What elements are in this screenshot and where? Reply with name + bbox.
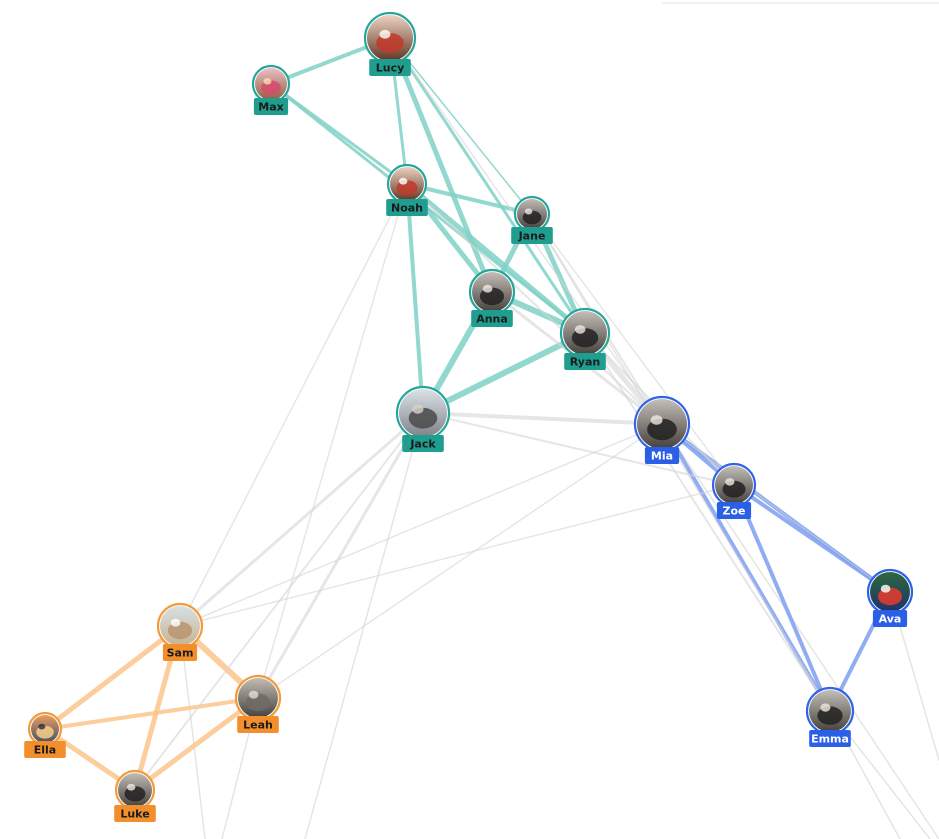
node-lucy[interactable]: Lucy — [363, 11, 417, 76]
nodes-layer: LucyMaxNoahJaneAnnaRyanJackMiaZoeAvaEmma… — [24, 11, 914, 822]
edge-noah-leah — [257, 183, 408, 699]
node-label-bg — [24, 741, 66, 758]
edge-sam-ella — [42, 623, 183, 732]
node-jack[interactable]: Jack — [395, 385, 451, 452]
edge-ella-leah — [43, 696, 260, 731]
node-label-bg — [369, 59, 411, 76]
dog-photo — [809, 690, 851, 732]
node-label: Jack — [409, 438, 436, 451]
edge-zoe-ava — [732, 483, 892, 594]
node-label-bg — [471, 310, 513, 327]
node-label: Ava — [879, 613, 902, 626]
node-label-bg — [872, 610, 908, 627]
node-label: Ella — [34, 744, 56, 757]
node-label-bg — [716, 502, 752, 519]
edge-ryan-emma — [584, 332, 831, 712]
edge-noah-jack — [405, 182, 425, 415]
node-label: Emma — [811, 733, 849, 746]
edge-zoe-sam — [179, 484, 735, 627]
node-label-bg — [253, 98, 289, 115]
node-noah[interactable]: Noah — [386, 163, 428, 216]
wolf-photo — [399, 389, 447, 437]
node-label-bg — [386, 199, 428, 216]
node-label-bg — [644, 447, 680, 464]
node-label: Ryan — [570, 356, 600, 369]
node-max[interactable]: Max — [251, 64, 291, 115]
node-label-bg — [511, 227, 553, 244]
landscape-photo — [238, 678, 278, 718]
dog-photo — [517, 199, 547, 229]
dog-photo — [118, 773, 152, 807]
node-anna[interactable]: Anna — [468, 268, 516, 327]
edge-mia-sam — [179, 423, 663, 627]
edge-leah-luke — [132, 695, 261, 793]
edge-lucy-ryan — [388, 36, 587, 335]
dog-photo — [472, 272, 512, 312]
edge-noah-mia — [406, 183, 663, 425]
edge-offscreen — [661, 423, 939, 839]
edges-layer — [42, 35, 892, 793]
node-mia[interactable]: Mia — [633, 395, 691, 464]
offscreen-edges — [179, 412, 939, 839]
edge-ava-mia — [661, 423, 891, 593]
node-label-bg — [402, 435, 444, 452]
dog-photo — [563, 311, 607, 355]
node-emma[interactable]: Emma — [805, 686, 855, 747]
node-label-bg — [564, 353, 606, 370]
node-ella[interactable]: Ella — [24, 711, 66, 758]
soccer-photo — [870, 572, 910, 612]
node-label: Max — [258, 101, 283, 114]
dog-photo — [637, 399, 687, 449]
edge-lucy-jane — [389, 37, 533, 215]
node-label: Lucy — [376, 62, 405, 75]
edge-jane-zoe — [531, 213, 735, 486]
node-sam[interactable]: Sam — [156, 602, 204, 661]
edge-jack-leah — [256, 411, 425, 700]
seal-photo — [160, 606, 200, 646]
edge-offscreen — [179, 625, 206, 839]
node-label-bg — [237, 716, 279, 733]
dog-photo — [715, 466, 753, 504]
edge-noah-sam — [179, 183, 408, 627]
edge-jack-mia — [421, 411, 664, 426]
node-ava[interactable]: Ava — [866, 568, 914, 627]
edge-mia-leah — [257, 423, 663, 699]
node-luke[interactable]: Luke — [114, 769, 156, 822]
node-label-bg — [809, 730, 851, 747]
node-label: Luke — [120, 808, 149, 821]
node-label: Mia — [651, 450, 673, 463]
node-jane[interactable]: Jane — [511, 195, 553, 244]
node-zoe[interactable]: Zoe — [711, 462, 757, 519]
node-label: Sam — [167, 647, 194, 660]
donut-photo — [255, 68, 287, 100]
sunset-photo — [31, 715, 59, 743]
edge-zoe-emma — [732, 483, 832, 713]
node-label: Zoe — [723, 505, 746, 518]
edge-noah-ryan — [404, 181, 588, 336]
node-leah[interactable]: Leah — [234, 674, 282, 733]
node-ryan[interactable]: Ryan — [559, 307, 611, 370]
edge-ryan-jack — [420, 330, 588, 416]
edge-jane-emma — [531, 213, 831, 712]
node-label: Jane — [518, 230, 546, 243]
node-label-bg — [162, 644, 198, 661]
cake-photo — [367, 15, 413, 61]
node-label-bg — [114, 805, 156, 822]
node-label: Leah — [243, 719, 273, 732]
node-label: Noah — [391, 202, 423, 215]
edge-jack-zoe — [422, 412, 735, 486]
node-label: Anna — [476, 313, 508, 326]
cake-photo — [390, 167, 424, 201]
edge-jack-sam — [178, 411, 425, 628]
top-divider — [662, 2, 939, 4]
edge-lucy-anna — [387, 35, 495, 295]
